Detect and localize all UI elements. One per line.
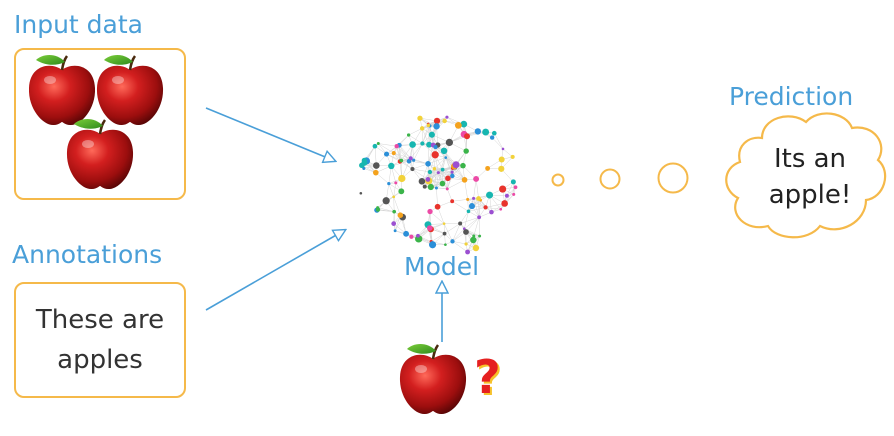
prediction-text-line2: apple! xyxy=(768,180,852,210)
prediction-text-line1: Its an xyxy=(773,144,847,174)
thought-dot-medium xyxy=(599,168,621,190)
apple-icon xyxy=(95,53,165,127)
input-data-title: Input data xyxy=(14,10,143,39)
thought-dot-small xyxy=(551,173,565,187)
prediction-title: Prediction xyxy=(729,82,854,111)
apple-icon xyxy=(27,53,97,127)
annotation-text-line2: apples xyxy=(57,345,143,375)
model-label: Model xyxy=(404,252,480,281)
annotations-title: Annotations xyxy=(12,240,163,269)
question-mark-icon: ? xyxy=(474,350,501,404)
thought-dot-large xyxy=(657,162,689,194)
annotation-box: These are apples xyxy=(14,282,186,398)
annotation-to-model-arrow xyxy=(205,230,345,311)
thought-bubble-icon xyxy=(725,112,887,239)
apple-icon xyxy=(398,342,468,416)
apple-icon xyxy=(65,117,135,191)
annotation-text-line1: These are xyxy=(35,305,165,335)
brain-network-icon xyxy=(359,115,518,255)
input-to-model-arrow xyxy=(205,107,335,161)
